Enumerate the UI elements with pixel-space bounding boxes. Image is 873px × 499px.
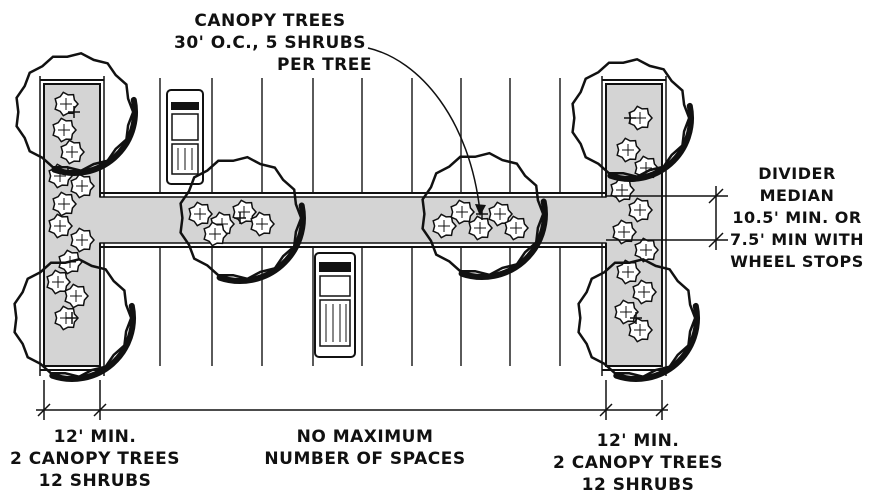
shrub: [432, 213, 457, 239]
island-line: 2 CANOPY TREES: [553, 453, 723, 473]
shrub: [250, 211, 275, 237]
shrub: [188, 201, 213, 227]
shrub: [54, 91, 79, 117]
median-line: 7.5' MIN WITH: [729, 230, 865, 249]
shrub: [46, 269, 71, 295]
shrub: [48, 213, 73, 239]
shrub: [52, 117, 77, 143]
island-line: 12 SHRUBS: [581, 475, 695, 495]
shrub-group: [46, 91, 659, 343]
island-line: 12' MIN.: [53, 427, 137, 447]
canopy-tree: [179, 155, 306, 284]
callout-arrow: [367, 47, 486, 216]
shrub: [628, 317, 653, 343]
island-line: 2 CANOPY TREES: [10, 449, 180, 469]
median-line: DIVIDER: [758, 164, 836, 183]
shrub: [616, 137, 641, 163]
canopy-tree: [13, 257, 137, 382]
canopy-tree: [571, 57, 695, 182]
callout-line: PER TREE: [277, 55, 372, 75]
canopy-tree-group: [13, 51, 701, 382]
shrub: [70, 227, 95, 253]
right-island-label: 12' MIN. 2 CANOPY TREES 12 SHRUBS: [543, 430, 733, 496]
callout-line: 30' O.C., 5 SHRUBS: [174, 33, 366, 53]
shrub: [450, 199, 475, 225]
shrub: [632, 279, 657, 305]
shrub: [504, 215, 529, 241]
shrub: [60, 139, 85, 165]
shrub: [628, 197, 653, 223]
median-dimension: [606, 186, 728, 250]
shrub: [612, 219, 637, 245]
island-line: 12 SHRUBS: [38, 471, 152, 491]
canopy-tree: [15, 51, 139, 176]
island-line: 12' MIN.: [596, 431, 680, 451]
shrub: [64, 283, 89, 309]
canopy-tree: [577, 257, 701, 382]
median-line: 10.5' MIN. OR: [732, 208, 862, 227]
shrub: [203, 221, 228, 247]
shrub: [70, 173, 95, 199]
divider-median-label: DIVIDER MEDIAN 10.5' MIN. OR 7.5' MIN WI…: [722, 163, 872, 273]
center-span-label: NO MAXIMUM NUMBER OF SPACES: [255, 426, 475, 470]
left-island-label: 12' MIN. 2 CANOPY TREES 12 SHRUBS: [0, 426, 190, 492]
canopy-trees-callout: CANOPY TREES 30' O.C., 5 SHRUBS PER TREE: [160, 10, 380, 76]
callout-line: CANOPY TREES: [194, 11, 346, 31]
parked-car-bottom: [314, 252, 356, 358]
median-line: WHEEL STOPS: [730, 252, 864, 271]
bottom-dimension-line: [36, 380, 669, 420]
median-line: MEDIAN: [759, 186, 835, 205]
shrub: [468, 215, 493, 241]
span-line: NO MAXIMUM: [296, 427, 434, 447]
shrub: [52, 191, 77, 217]
span-line: NUMBER OF SPACES: [264, 449, 466, 469]
parked-car-top: [166, 89, 204, 185]
